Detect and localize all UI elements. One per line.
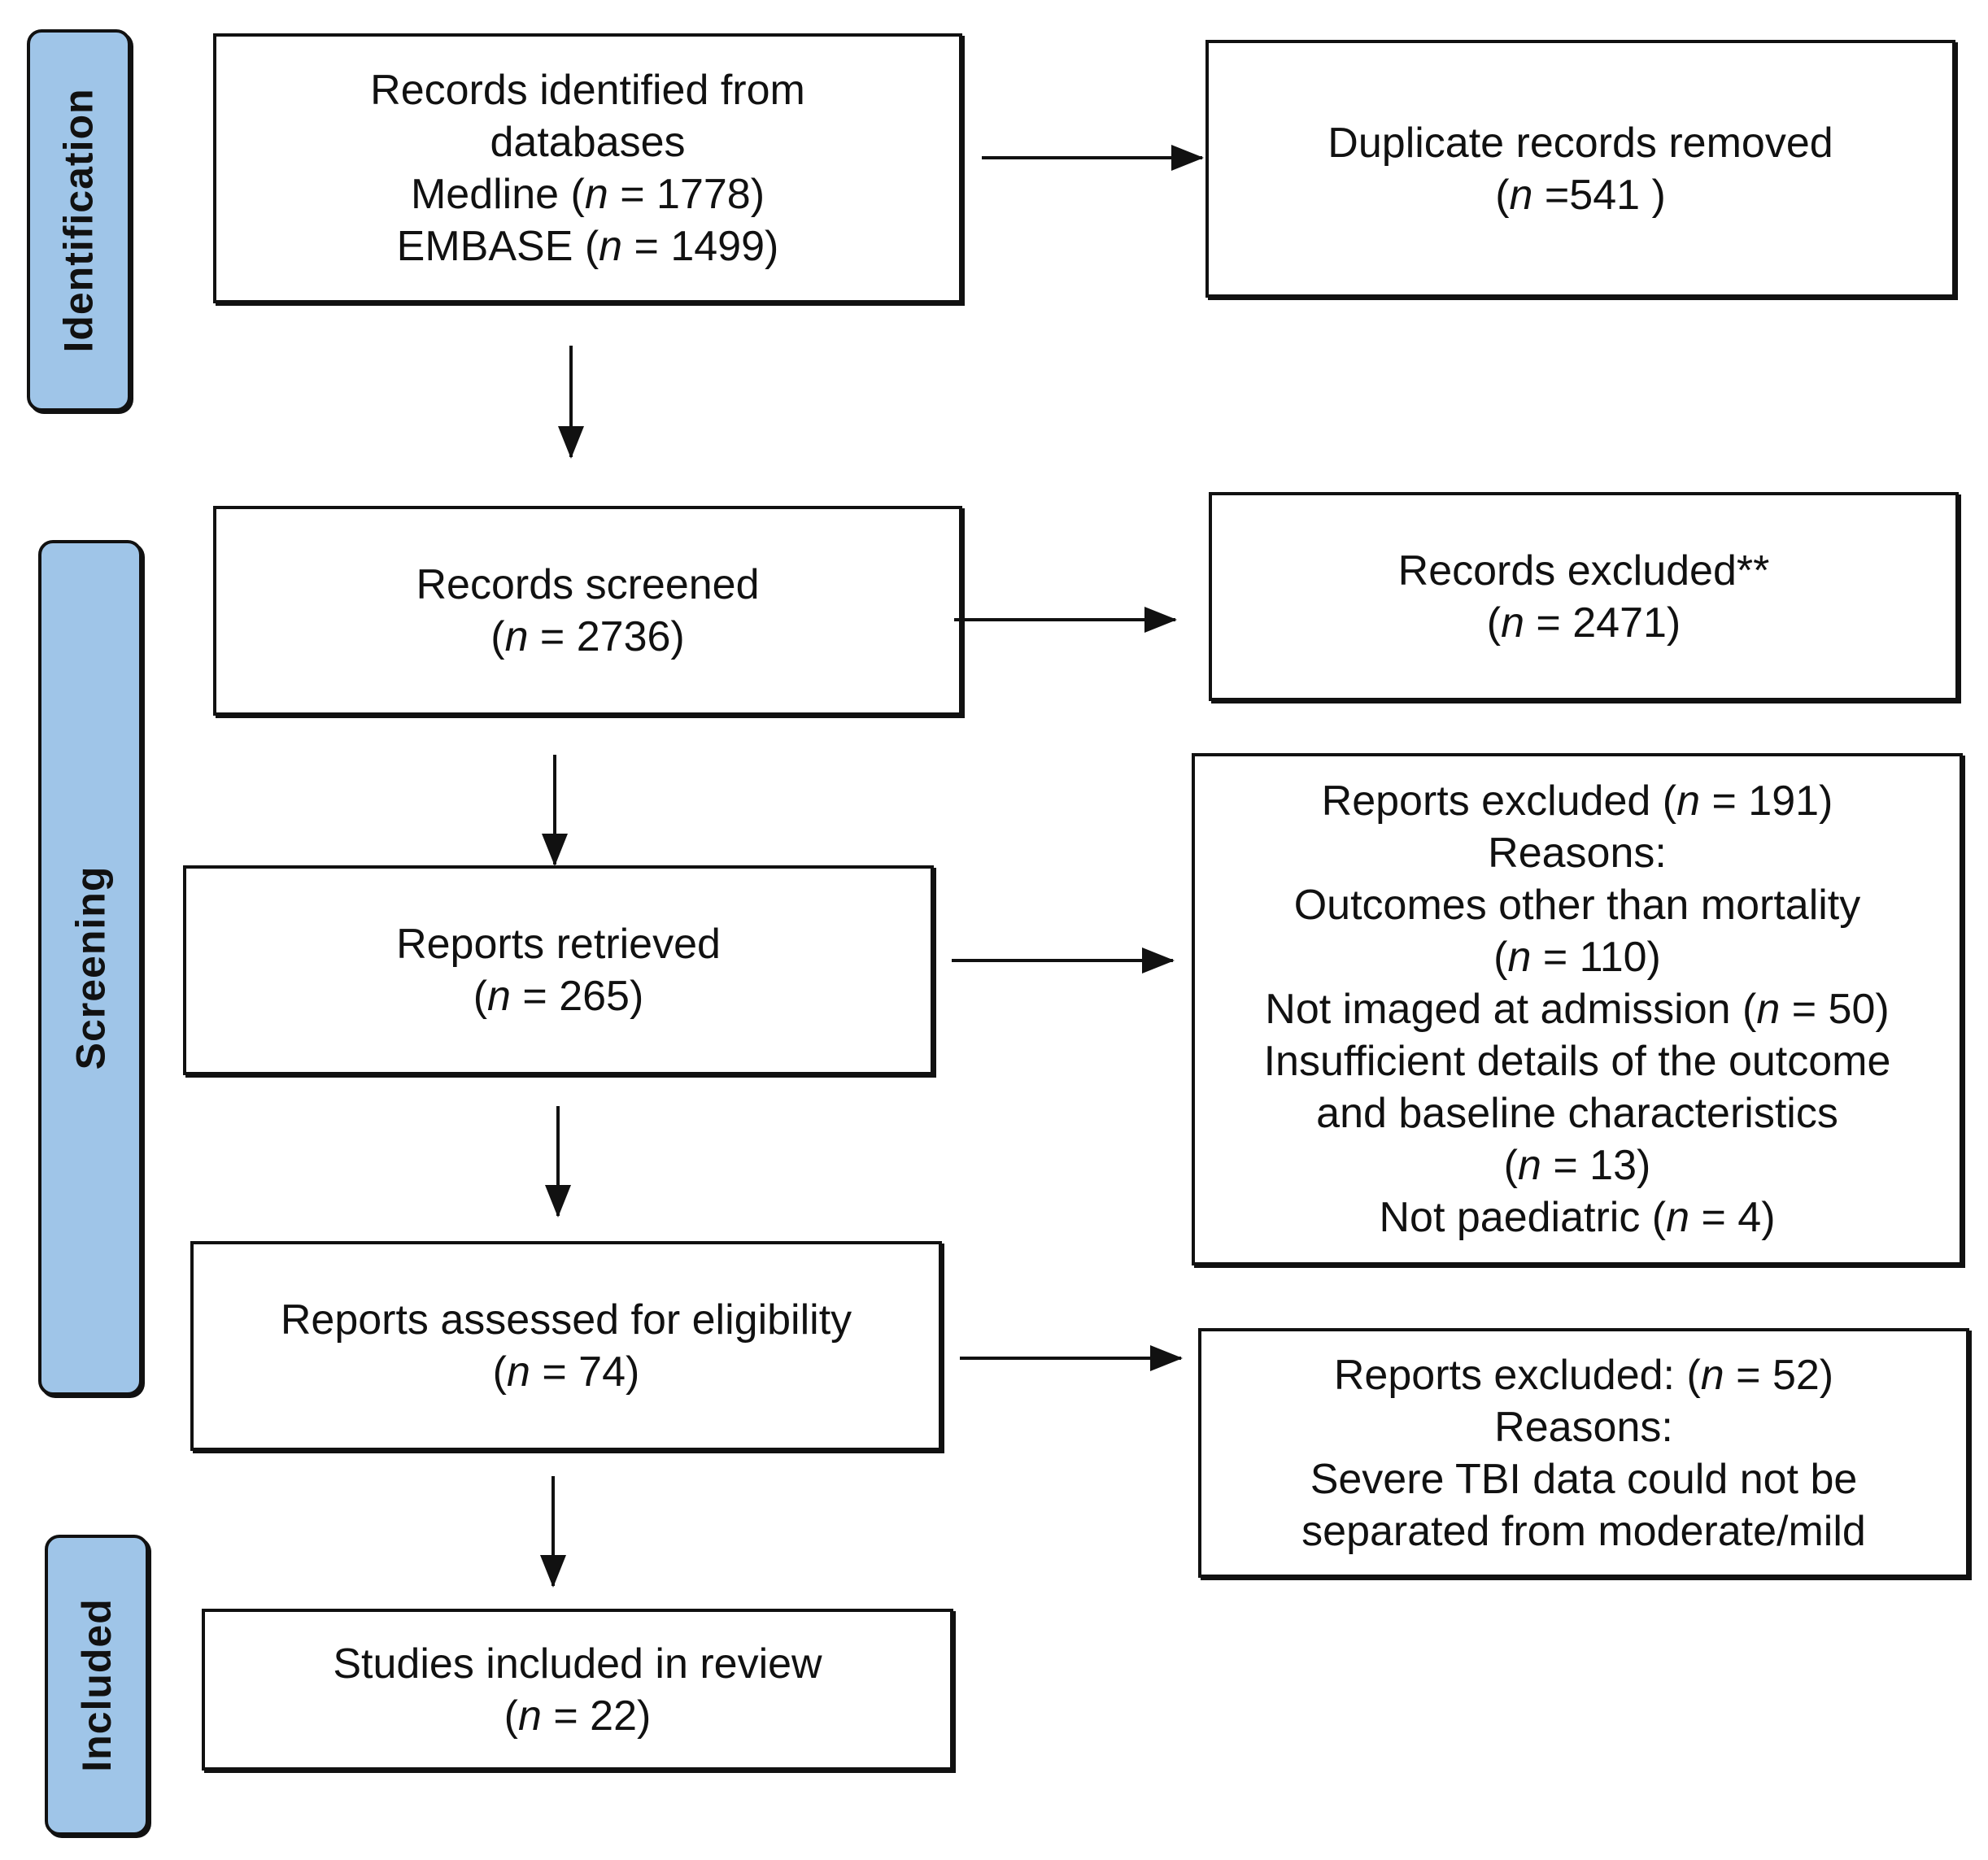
box-line: (n =541 )	[1495, 169, 1666, 221]
count-variable: n	[1501, 599, 1524, 647]
box-line: Records identified from	[370, 67, 805, 114]
box-line: Duplicate records removed	[1328, 119, 1833, 167]
box-line: (n = 2471)	[1487, 597, 1681, 649]
box-line: Reports excluded: (n = 52)	[1334, 1349, 1833, 1401]
line-prefix: Reports excluded (	[1321, 778, 1677, 825]
box-line: EMBASE (n = 1499)	[397, 220, 779, 272]
line-prefix: Not imaged at admission (	[1265, 986, 1757, 1033]
count-variable: n	[1700, 1351, 1724, 1399]
count-value: =541 )	[1532, 171, 1666, 219]
box-line: Reasons:	[1488, 830, 1667, 877]
box-line: Medline (n = 1778)	[411, 168, 765, 220]
count-variable: n	[506, 1348, 530, 1396]
count-value: = 22)	[541, 1692, 652, 1740]
reports-excluded-eligibility-box: Reports excluded: (n = 52)Reasons:Severe…	[1198, 1328, 1969, 1578]
box-line: (n = 13)	[1504, 1139, 1651, 1191]
count-value: = 52)	[1724, 1351, 1834, 1399]
box-line: Reports retrieved	[396, 921, 721, 968]
box-line: Reports excluded (n = 191)	[1322, 775, 1833, 827]
count-variable: n	[584, 171, 608, 218]
box-line: Records excluded**	[1397, 547, 1770, 595]
box-line: Outcomes other than mortality	[1293, 882, 1861, 929]
box-line: Reasons:	[1494, 1403, 1673, 1451]
count-variable: n	[1517, 1142, 1541, 1189]
count-value: = 13)	[1541, 1142, 1651, 1189]
count-variable: n	[1666, 1194, 1690, 1241]
line-prefix: (	[504, 1692, 518, 1740]
box-line: separated from moderate/mild	[1301, 1507, 1866, 1555]
records-excluded-box: Records excluded**(n = 2471)	[1209, 492, 1959, 701]
line-prefix: (	[1503, 1142, 1518, 1189]
reports-retrieved-box: Reports retrieved(n = 265)	[183, 865, 934, 1075]
count-variable: n	[517, 1692, 542, 1740]
line-prefix: (	[492, 1348, 507, 1396]
box-line: (n = 2736)	[490, 611, 685, 663]
count-value: = 2736)	[528, 613, 685, 660]
count-variable: n	[1756, 986, 1781, 1033]
box-line: Insufficient details of the outcome	[1263, 1038, 1891, 1085]
count-value: = 1778)	[608, 171, 765, 218]
stage-bar-screening: Screening	[38, 540, 142, 1396]
line-prefix: (	[1495, 171, 1510, 219]
line-prefix: (	[490, 613, 505, 660]
line-prefix: Not paediatric (	[1379, 1194, 1667, 1241]
line-prefix: EMBASE (	[396, 223, 599, 270]
count-value: = 1499)	[622, 223, 779, 270]
count-value: = 110)	[1531, 934, 1661, 981]
count-variable: n	[1509, 171, 1533, 219]
box-line: Not imaged at admission (n = 50)	[1265, 983, 1889, 1035]
count-variable: n	[599, 223, 623, 270]
records-screened-box: Records screened(n = 2736)	[213, 506, 962, 716]
count-variable: n	[504, 613, 529, 660]
line-prefix: (	[1486, 599, 1502, 647]
count-variable: n	[1507, 934, 1532, 981]
count-value: = 50)	[1780, 986, 1890, 1033]
box-line: (n = 74)	[493, 1346, 640, 1398]
count-variable: n	[487, 973, 511, 1020]
box-line: Reports assessed for eligibility	[280, 1296, 852, 1344]
count-value: = 74)	[530, 1348, 640, 1396]
line-prefix: Reports excluded: (	[1333, 1351, 1701, 1399]
line-prefix: (	[473, 973, 488, 1020]
box-line: (n = 265)	[473, 970, 644, 1022]
count-value: = 2471)	[1524, 599, 1681, 647]
reports-assessed-box: Reports assessed for eligibility(n = 74)	[190, 1241, 942, 1451]
box-line: Records screened	[416, 561, 760, 608]
duplicate-records-removed-box: Duplicate records removed(n =541 )	[1205, 40, 1955, 298]
line-prefix: (	[1493, 934, 1508, 981]
box-line: databases	[490, 119, 686, 166]
box-line: (n = 22)	[504, 1690, 652, 1742]
box-line: (n = 110)	[1493, 931, 1661, 983]
count-value: = 191)	[1700, 778, 1833, 825]
box-line: Not paediatric (n = 4)	[1379, 1191, 1775, 1244]
box-line: Studies included in review	[333, 1640, 822, 1688]
box-line: Severe TBI data could not be	[1310, 1455, 1858, 1503]
count-variable: n	[1676, 778, 1701, 825]
box-line: and baseline characteristics	[1316, 1090, 1838, 1137]
stage-bar-identification: Identification	[27, 29, 131, 412]
stage-bar-included: Included	[45, 1535, 149, 1836]
line-prefix: Medline (	[410, 171, 585, 218]
studies-included-box: Studies included in review(n = 22)	[202, 1609, 953, 1771]
reports-excluded-box: Reports excluded (n = 191)Reasons:Outcom…	[1192, 753, 1963, 1265]
count-value: = 4)	[1689, 1194, 1776, 1241]
count-value: = 265)	[510, 973, 644, 1020]
